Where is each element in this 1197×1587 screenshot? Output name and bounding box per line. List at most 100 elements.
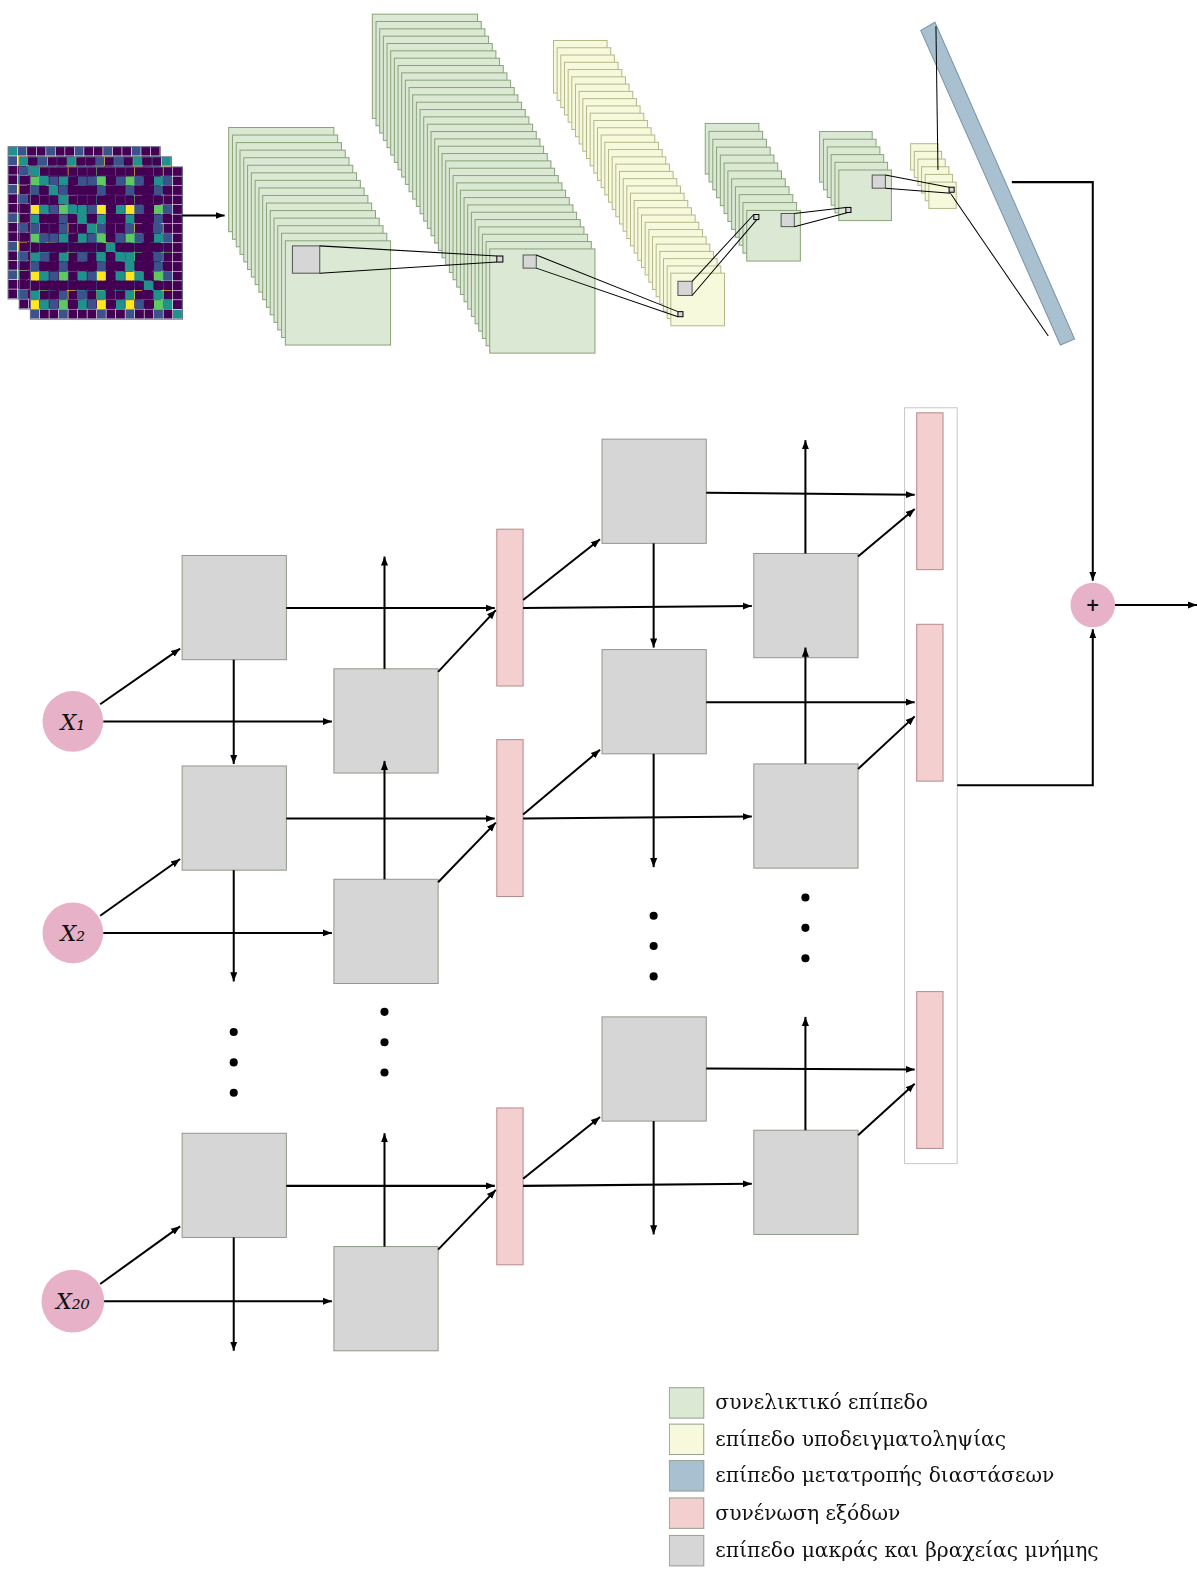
line-shape — [794, 207, 846, 213]
rect-shape — [917, 624, 943, 781]
rect-shape — [334, 879, 438, 983]
heatmap-cell — [135, 186, 144, 195]
line-shape — [103, 1300, 332, 1302]
heatmap-layer — [8, 147, 160, 299]
heatmap-cell — [151, 147, 160, 156]
heatmap-cell — [59, 167, 68, 176]
heatmap-cell — [125, 176, 134, 185]
heatmap-cell — [97, 243, 106, 252]
heatmap-cell — [97, 300, 106, 309]
rect-shape — [497, 740, 523, 897]
heatmap-cell — [40, 300, 49, 309]
line-shape — [286, 1185, 494, 1187]
legend-row: συνελικτικό επίπεδο — [669, 1385, 928, 1419]
cnn-stacks — [229, 14, 957, 353]
heatmap-cell — [164, 281, 173, 290]
heatmap-cell — [49, 186, 58, 195]
heatmap-cell — [106, 186, 115, 195]
heatmap-cell — [106, 291, 115, 300]
circle-shape — [650, 972, 658, 980]
heatmap-cell — [19, 223, 28, 232]
heatmap-cell — [116, 262, 125, 271]
heatmap-cell — [68, 253, 77, 262]
heatmap-cell — [164, 253, 173, 262]
heatmap-cell — [49, 167, 58, 176]
legend-row: συνένωση εξόδων — [669, 1495, 900, 1529]
line-shape — [858, 1084, 915, 1136]
heatmap-cell — [46, 147, 55, 156]
heatmap-cell — [103, 147, 112, 156]
heatmap-cell — [144, 310, 153, 319]
heatmap-cell — [40, 167, 49, 176]
heatmap-cell — [19, 242, 28, 251]
heatmap-cell — [87, 281, 96, 290]
heatmap-cell — [116, 243, 125, 252]
line-shape — [383, 1133, 385, 1246]
heatmap-cell — [154, 291, 163, 300]
heatmap-cell — [8, 289, 17, 298]
heatmap-cell — [173, 272, 182, 281]
heatmap-cell — [49, 272, 58, 281]
line-shape — [233, 870, 235, 981]
heatmap-cell — [29, 157, 38, 166]
line-shape — [523, 750, 600, 815]
heatmap-cell — [49, 224, 58, 233]
heatmap-cell — [97, 176, 106, 185]
line-shape — [858, 716, 915, 769]
heatmap-cell — [164, 186, 173, 195]
legend-text: επίπεδο μετατροπής διαστάσεων — [715, 1463, 1054, 1487]
heatmap-cell — [19, 261, 28, 270]
heatmap-cell — [154, 215, 163, 224]
heatmap-cell — [59, 310, 68, 319]
heatmap-cell — [135, 300, 144, 309]
rect-shape — [678, 312, 683, 317]
line-shape — [804, 1017, 806, 1130]
heatmap-cell — [173, 243, 182, 252]
heatmap-cell — [49, 262, 58, 271]
heatmap-cell — [8, 204, 17, 213]
input-label: X₂₀ — [56, 1289, 90, 1314]
heatmap-cell — [125, 281, 134, 290]
heatmap-cell — [30, 215, 39, 224]
heatmap-cell — [135, 291, 144, 300]
heatmap-cell — [30, 281, 39, 290]
heatmap-cell — [30, 300, 39, 309]
heatmap-cell — [97, 291, 106, 300]
heatmap-cell — [59, 215, 68, 224]
heatmap-cell — [19, 204, 28, 213]
legend-text: επίπεδο μακράς και βραχείας μνήμης — [715, 1538, 1098, 1562]
heatmap-cell — [144, 253, 153, 262]
line-shape — [182, 215, 224, 217]
heatmap-cell — [116, 195, 125, 204]
line-shape — [383, 557, 385, 669]
heatmap-cell — [37, 147, 46, 156]
heatmap-cell — [78, 243, 87, 252]
conv-layer-map — [285, 241, 390, 345]
heatmap-cell — [49, 310, 58, 319]
heatmap-cell — [173, 253, 182, 262]
heatmap-cell — [135, 262, 144, 271]
heatmap-cell — [116, 205, 125, 214]
line-shape — [936, 26, 938, 170]
rect-shape — [754, 764, 858, 868]
heatmap-cell — [116, 234, 125, 243]
circle-shape — [380, 1038, 388, 1046]
heatmap-cell — [173, 195, 182, 204]
heatmap-cell — [86, 157, 95, 166]
heatmap-cell — [125, 262, 134, 271]
heatmap-cell — [8, 156, 17, 165]
heatmap-cell — [40, 234, 49, 243]
heatmap-cell — [8, 280, 17, 289]
line-shape — [320, 262, 497, 273]
heatmap-cell — [144, 243, 153, 252]
heatmap-layer — [30, 167, 182, 319]
rect-shape — [917, 413, 943, 570]
circle-shape — [650, 912, 658, 920]
conv-layer-map — [747, 210, 801, 261]
heatmap-cell — [144, 234, 153, 243]
rect-shape — [182, 555, 286, 659]
line-shape — [536, 255, 678, 312]
heatmap-cell — [8, 251, 17, 260]
heatmap-cell — [67, 157, 76, 166]
concat-group — [905, 408, 958, 1164]
